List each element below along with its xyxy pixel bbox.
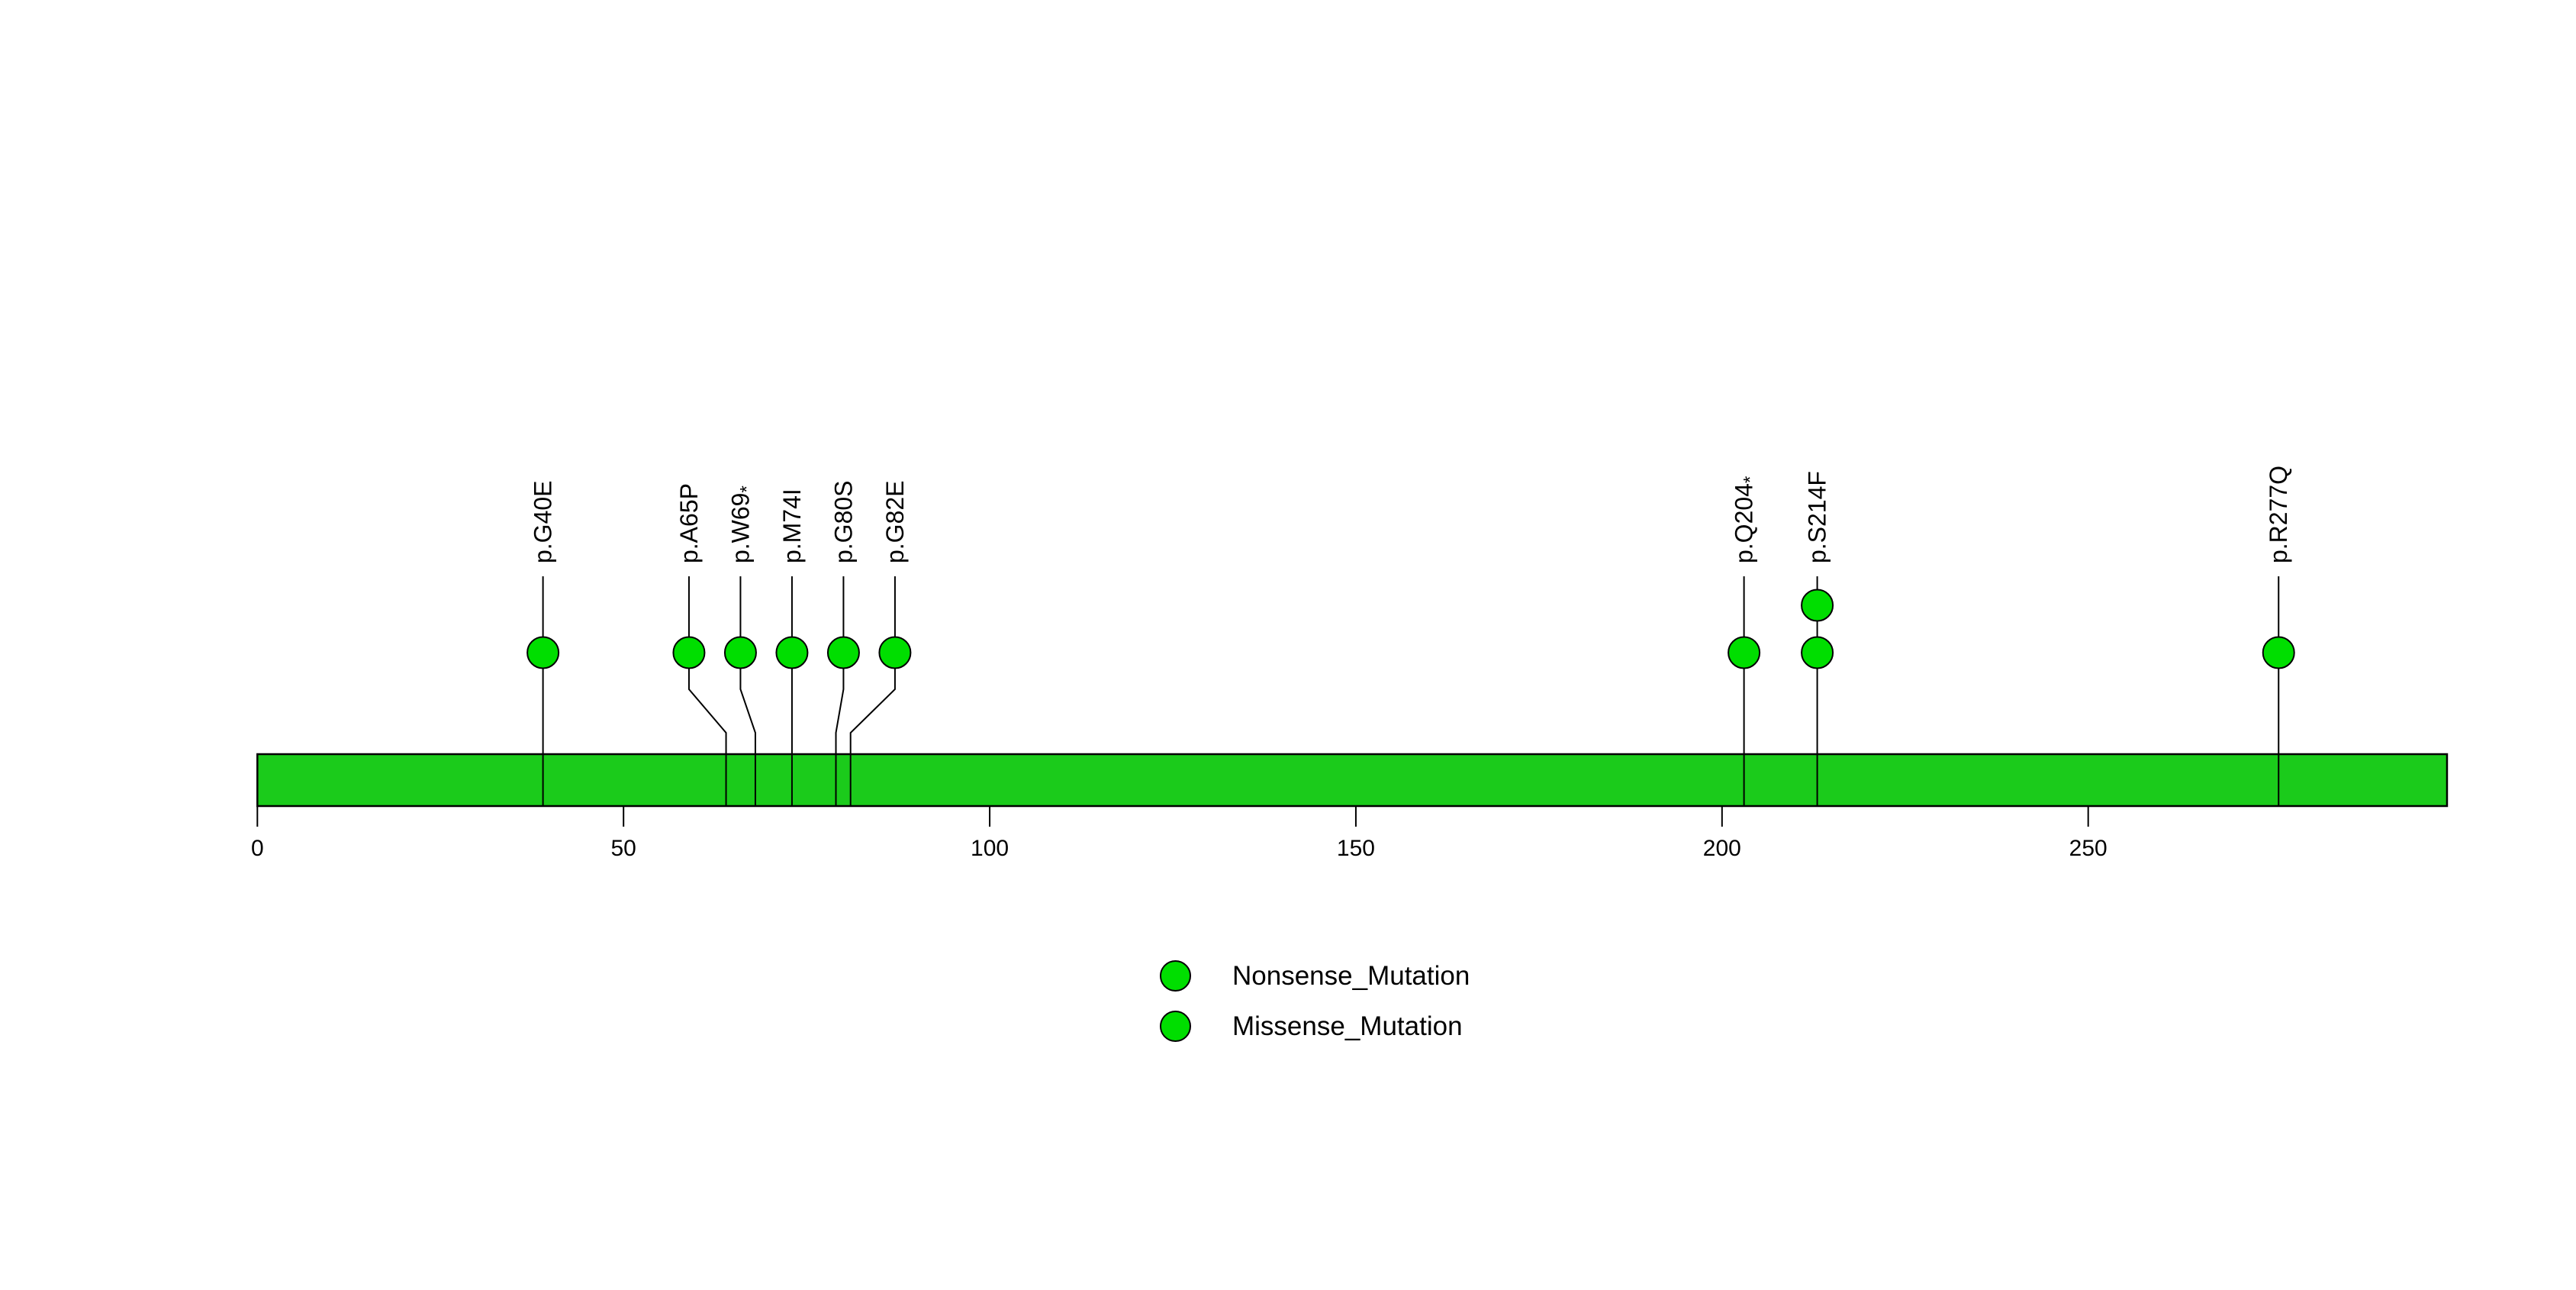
mutation-label: p.G40E <box>530 480 557 563</box>
lollipop-circle <box>526 636 560 669</box>
lollipop-stick <box>739 576 756 806</box>
lollipop-circle <box>1801 636 1834 669</box>
lollipop-circle <box>723 636 757 669</box>
axis-tick-label: 50 <box>610 836 636 861</box>
legend-item-label: Missense_Mutation <box>1232 1011 1463 1041</box>
lollipop-circle <box>878 636 912 669</box>
mutation-label: p.S214F <box>1804 471 1831 563</box>
axis-tick-label: 250 <box>2069 836 2107 861</box>
legend: Nonsense_Mutation Missense_Mutation <box>1160 960 1470 1061</box>
legend-item-missense: Missense_Mutation <box>1160 1011 1470 1042</box>
legend-item-label: Nonsense_Mutation <box>1232 960 1470 991</box>
legend-circle-icon <box>1160 1011 1191 1042</box>
axis-tick-label: 0 <box>251 836 264 861</box>
lollipop-circle <box>2262 636 2295 669</box>
mutation-label: p.W69* <box>726 485 757 563</box>
mutation-label: p.G80S <box>829 480 857 563</box>
mutation-label: p.Q204* <box>1731 476 1761 563</box>
lollipop-stick <box>835 576 845 806</box>
axis-tick-label: 200 <box>1703 836 1741 861</box>
lollipop-circle <box>1801 589 1834 622</box>
lollipop-circle <box>826 636 860 669</box>
axis-tick-label: 100 <box>971 836 1009 861</box>
mutation-label: p.A65P <box>675 483 703 563</box>
lollipop-stick <box>849 576 896 806</box>
legend-circle-icon <box>1160 960 1191 992</box>
lollipop-circle <box>1728 636 1761 669</box>
mutation-label: p.G82E <box>881 480 909 563</box>
mutation-label: p.R277Q <box>2265 466 2292 563</box>
lollipop-stick <box>687 576 727 806</box>
lollipop-circle <box>672 636 706 669</box>
axis-tick-label: 150 <box>1337 836 1375 861</box>
lollipop-circle <box>775 636 809 669</box>
legend-item-nonsense: Nonsense_Mutation <box>1160 960 1470 992</box>
mutation-label: p.M74I <box>778 489 806 563</box>
protein-bar <box>256 753 2449 808</box>
